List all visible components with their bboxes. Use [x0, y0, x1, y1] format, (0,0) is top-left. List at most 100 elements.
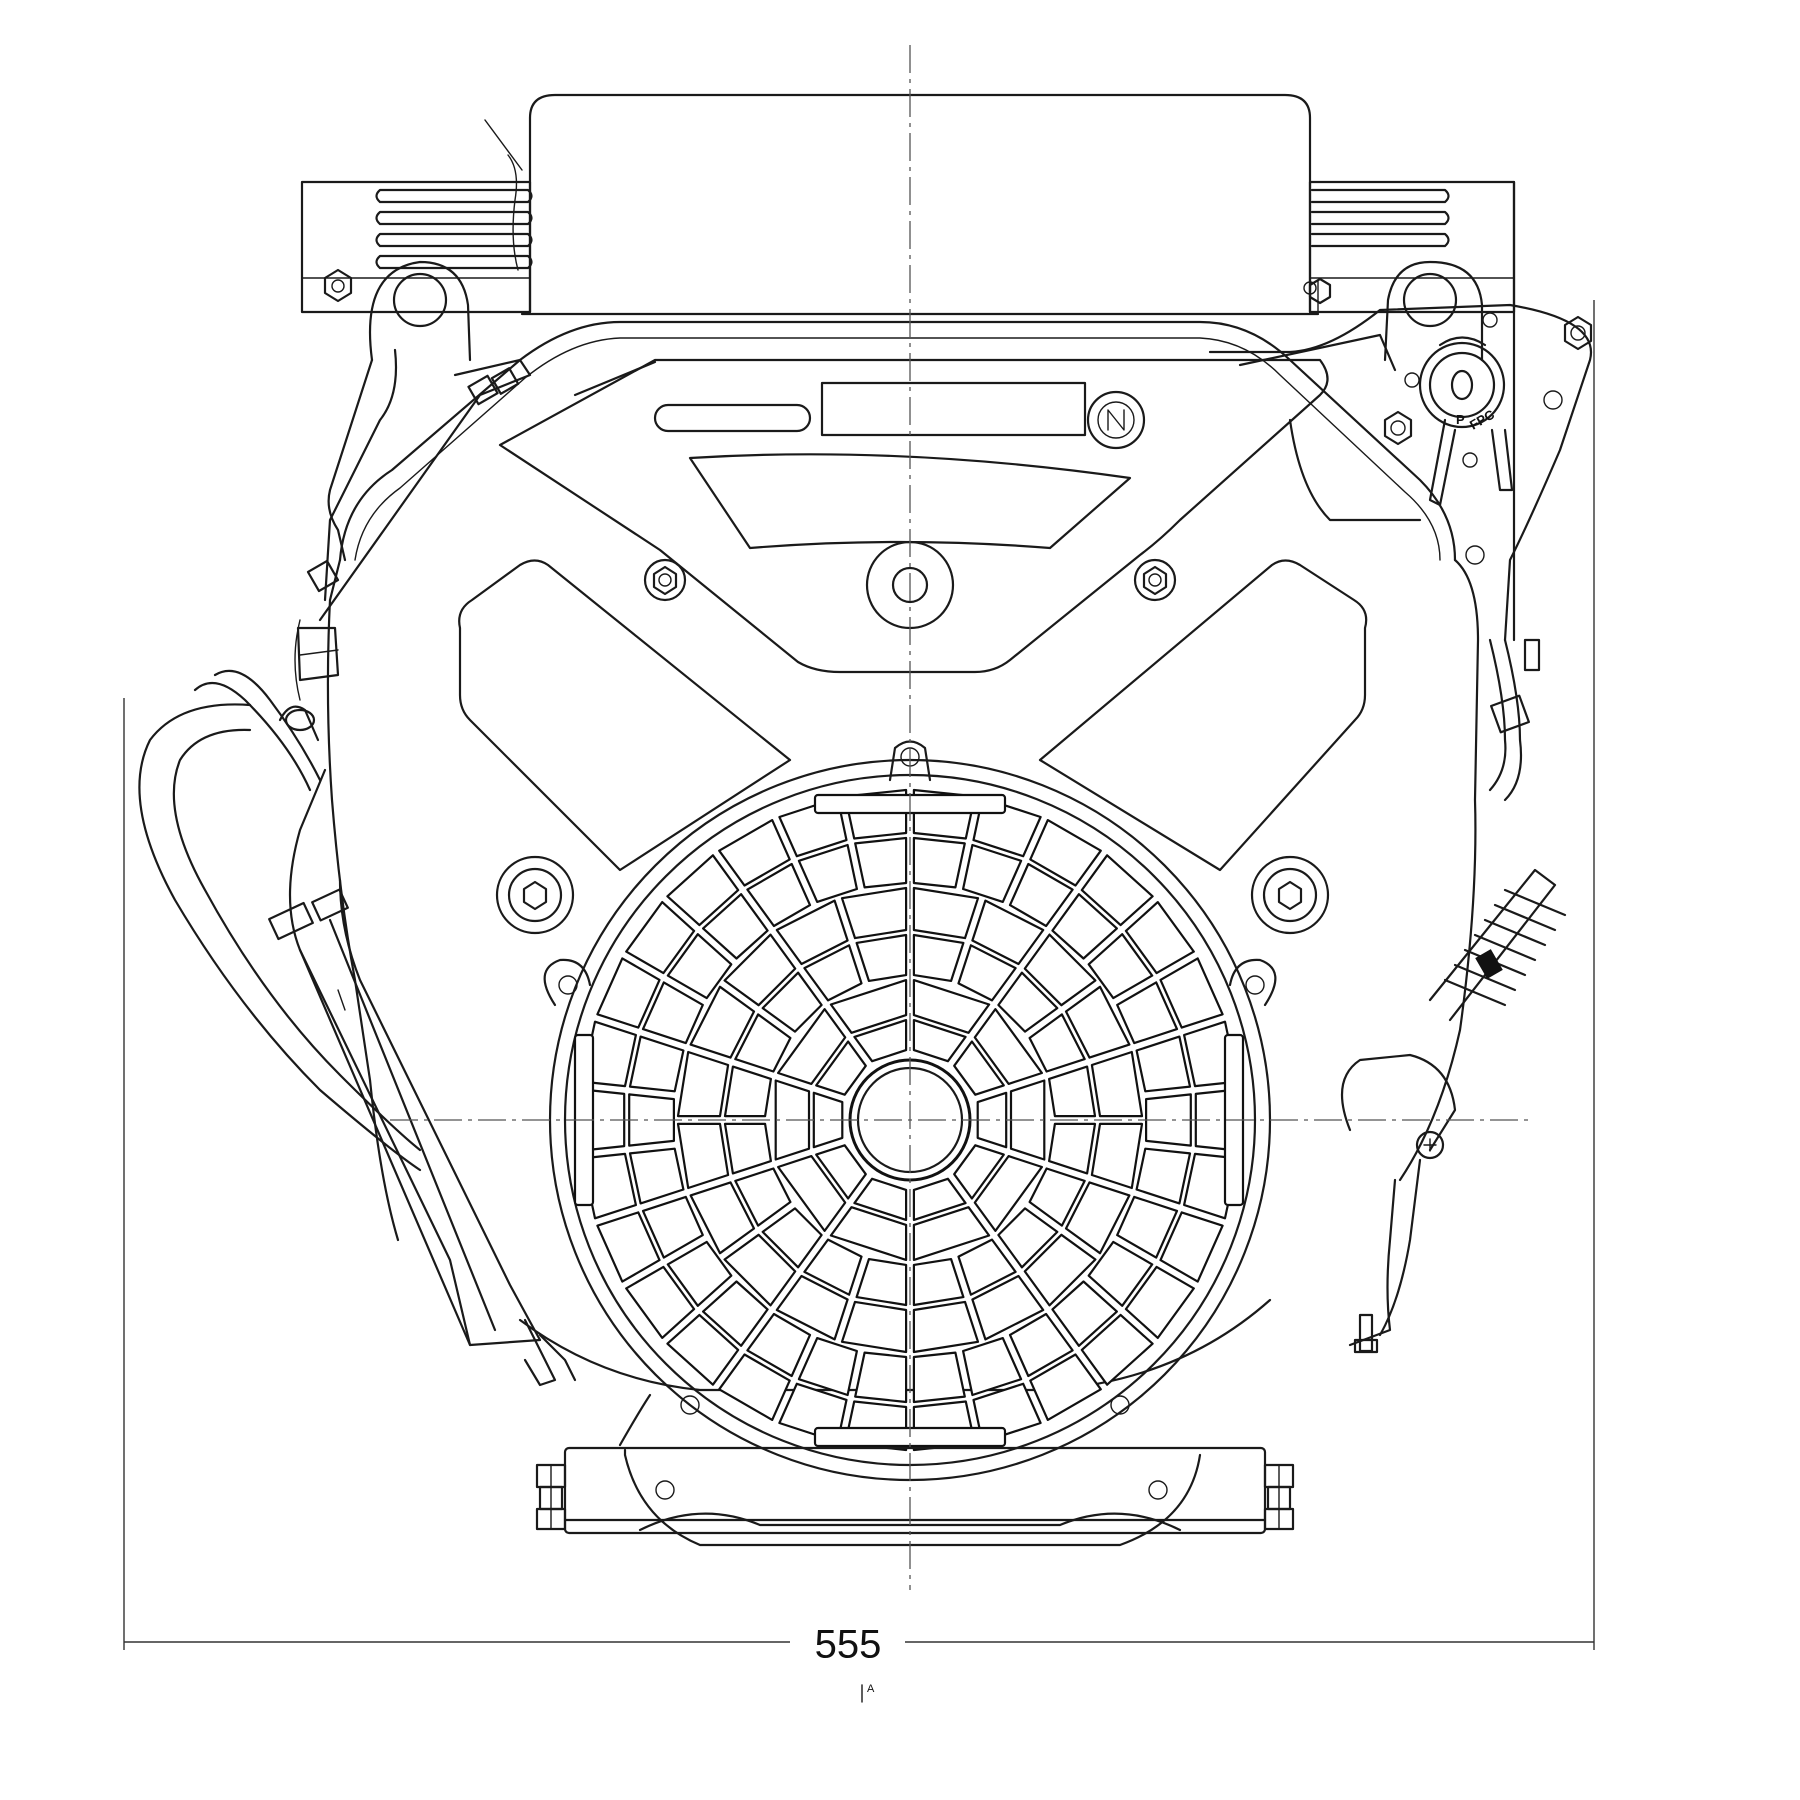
fuel-pump-nuts	[1383, 315, 1593, 565]
grille-slot-63	[803, 1238, 863, 1296]
grille-slot-1	[912, 979, 991, 1034]
grille-slot-61	[829, 1206, 908, 1261]
grille-slot-45	[1159, 1211, 1224, 1283]
grille-slot-47	[1080, 1313, 1154, 1386]
grille-slot-102	[641, 981, 704, 1045]
control-panel	[498, 358, 1329, 674]
base-bolt-left	[535, 1463, 567, 1531]
grille-slot-8	[1008, 862, 1074, 928]
grille-slot-111	[855, 933, 908, 982]
valve-cover-left	[458, 559, 792, 872]
fuel-pump-bracket	[1208, 303, 1593, 642]
base-bolt-right	[1263, 1463, 1295, 1531]
nut-top-right	[1308, 277, 1332, 305]
grille-slot-28	[1090, 1050, 1144, 1118]
grille-slot-38	[1028, 1167, 1086, 1227]
grille-slot-67	[797, 1337, 858, 1397]
grille-slot-0	[912, 1019, 967, 1063]
grille-slot-2	[912, 933, 965, 982]
grille-slot-6	[912, 836, 966, 889]
bracket-left-upper	[278, 348, 532, 742]
grille-slot-91	[628, 1093, 675, 1147]
grille-slot-72	[815, 1144, 867, 1200]
grille-slot-109	[829, 979, 908, 1034]
grille-slot-36	[953, 1144, 1005, 1200]
grille-slot-52	[971, 1274, 1045, 1341]
grille-slot-80	[641, 1195, 704, 1259]
grille-slot-81	[666, 1313, 740, 1386]
grille-slot-39	[997, 1207, 1059, 1269]
grille-slot-18	[1051, 893, 1118, 960]
grille-slot-41	[1023, 1233, 1097, 1307]
grille-slot-104	[702, 893, 769, 960]
side-bolt-left	[495, 855, 575, 935]
grille-slot-116	[854, 836, 908, 889]
grille-slot-96	[815, 1040, 867, 1096]
starter-right	[1340, 1053, 1457, 1354]
hex-bolt-panel-right	[1133, 558, 1177, 602]
grille-slot-90	[628, 1147, 685, 1205]
grille-slot-73	[777, 1155, 847, 1232]
engine-base	[563, 1446, 1267, 1547]
grille-slot-88	[676, 1122, 730, 1190]
valve-cover-right	[1038, 559, 1368, 872]
grille-slot-23	[1159, 957, 1224, 1029]
dimension-label: 555	[815, 1623, 882, 1667]
grille-slot-43	[1087, 1240, 1154, 1307]
grille-slot-114	[746, 862, 812, 928]
grille-slot-83	[596, 1211, 661, 1283]
grille-slot-49	[912, 1206, 991, 1261]
grille-slot-101	[723, 933, 797, 1007]
grille-slot-37	[973, 1155, 1043, 1232]
view-marker: A	[861, 1683, 875, 1703]
grille-slot-117	[718, 819, 791, 887]
grille-slot-7	[962, 843, 1023, 903]
air-cleaner-cover	[484, 93, 1320, 316]
grille-slot-11	[1029, 819, 1102, 887]
grille-slot-15	[1028, 1013, 1086, 1073]
side-cover-left	[268, 768, 577, 1387]
grille-slot-4	[912, 886, 980, 940]
grille-slot-16	[1023, 933, 1097, 1007]
grille-slot-32	[1135, 1147, 1192, 1205]
grille-slot-17	[1064, 985, 1131, 1059]
grille-slot-51	[912, 1258, 965, 1307]
grille-slot-71	[718, 1353, 791, 1421]
grille-slot-107	[666, 854, 740, 927]
grille-slot-50	[957, 1238, 1017, 1296]
grille-slot-26	[1048, 1065, 1097, 1118]
grille-slot-20	[1116, 981, 1179, 1045]
grille-slot-57	[1029, 1353, 1102, 1421]
grille-slot-14	[997, 971, 1059, 1033]
grille-slot-78	[702, 1280, 769, 1347]
grille-slot-77	[689, 1181, 756, 1255]
fan-grille	[563, 773, 1257, 1467]
grille-slot-103	[666, 933, 733, 1000]
grille-slot-108	[853, 1019, 908, 1063]
grille-slot-12	[953, 1040, 1005, 1096]
grille-slot-46	[1124, 1265, 1195, 1339]
grille-slot-22	[1124, 901, 1195, 975]
grille-slot-48	[912, 1177, 967, 1221]
side-bolt-right	[1250, 855, 1330, 935]
grille-slot-13	[973, 1008, 1043, 1085]
grille-slot-105	[596, 957, 661, 1029]
grille-slot-27	[1048, 1122, 1097, 1175]
grille-slot-31	[1145, 1093, 1192, 1147]
grille-slot-64	[840, 1300, 908, 1354]
grille-slot-92	[628, 1035, 685, 1093]
grille-slot-112	[775, 899, 849, 966]
grille-slot-65	[775, 1274, 849, 1341]
fuel-pump: P FPC	[1404, 312, 1514, 507]
lifting-lug-right	[1383, 260, 1484, 362]
grille-slot-5	[971, 899, 1045, 966]
grille-slot-76	[723, 1233, 797, 1307]
grille-slot-86	[723, 1122, 772, 1175]
grille-slot-106	[625, 901, 696, 975]
grille-slot-42	[1116, 1195, 1179, 1259]
grille-slot-3	[957, 944, 1017, 1002]
hex-bolt-panel-left	[643, 558, 687, 602]
grille-slot-97	[777, 1008, 847, 1085]
intake-hose-left	[138, 669, 422, 1172]
